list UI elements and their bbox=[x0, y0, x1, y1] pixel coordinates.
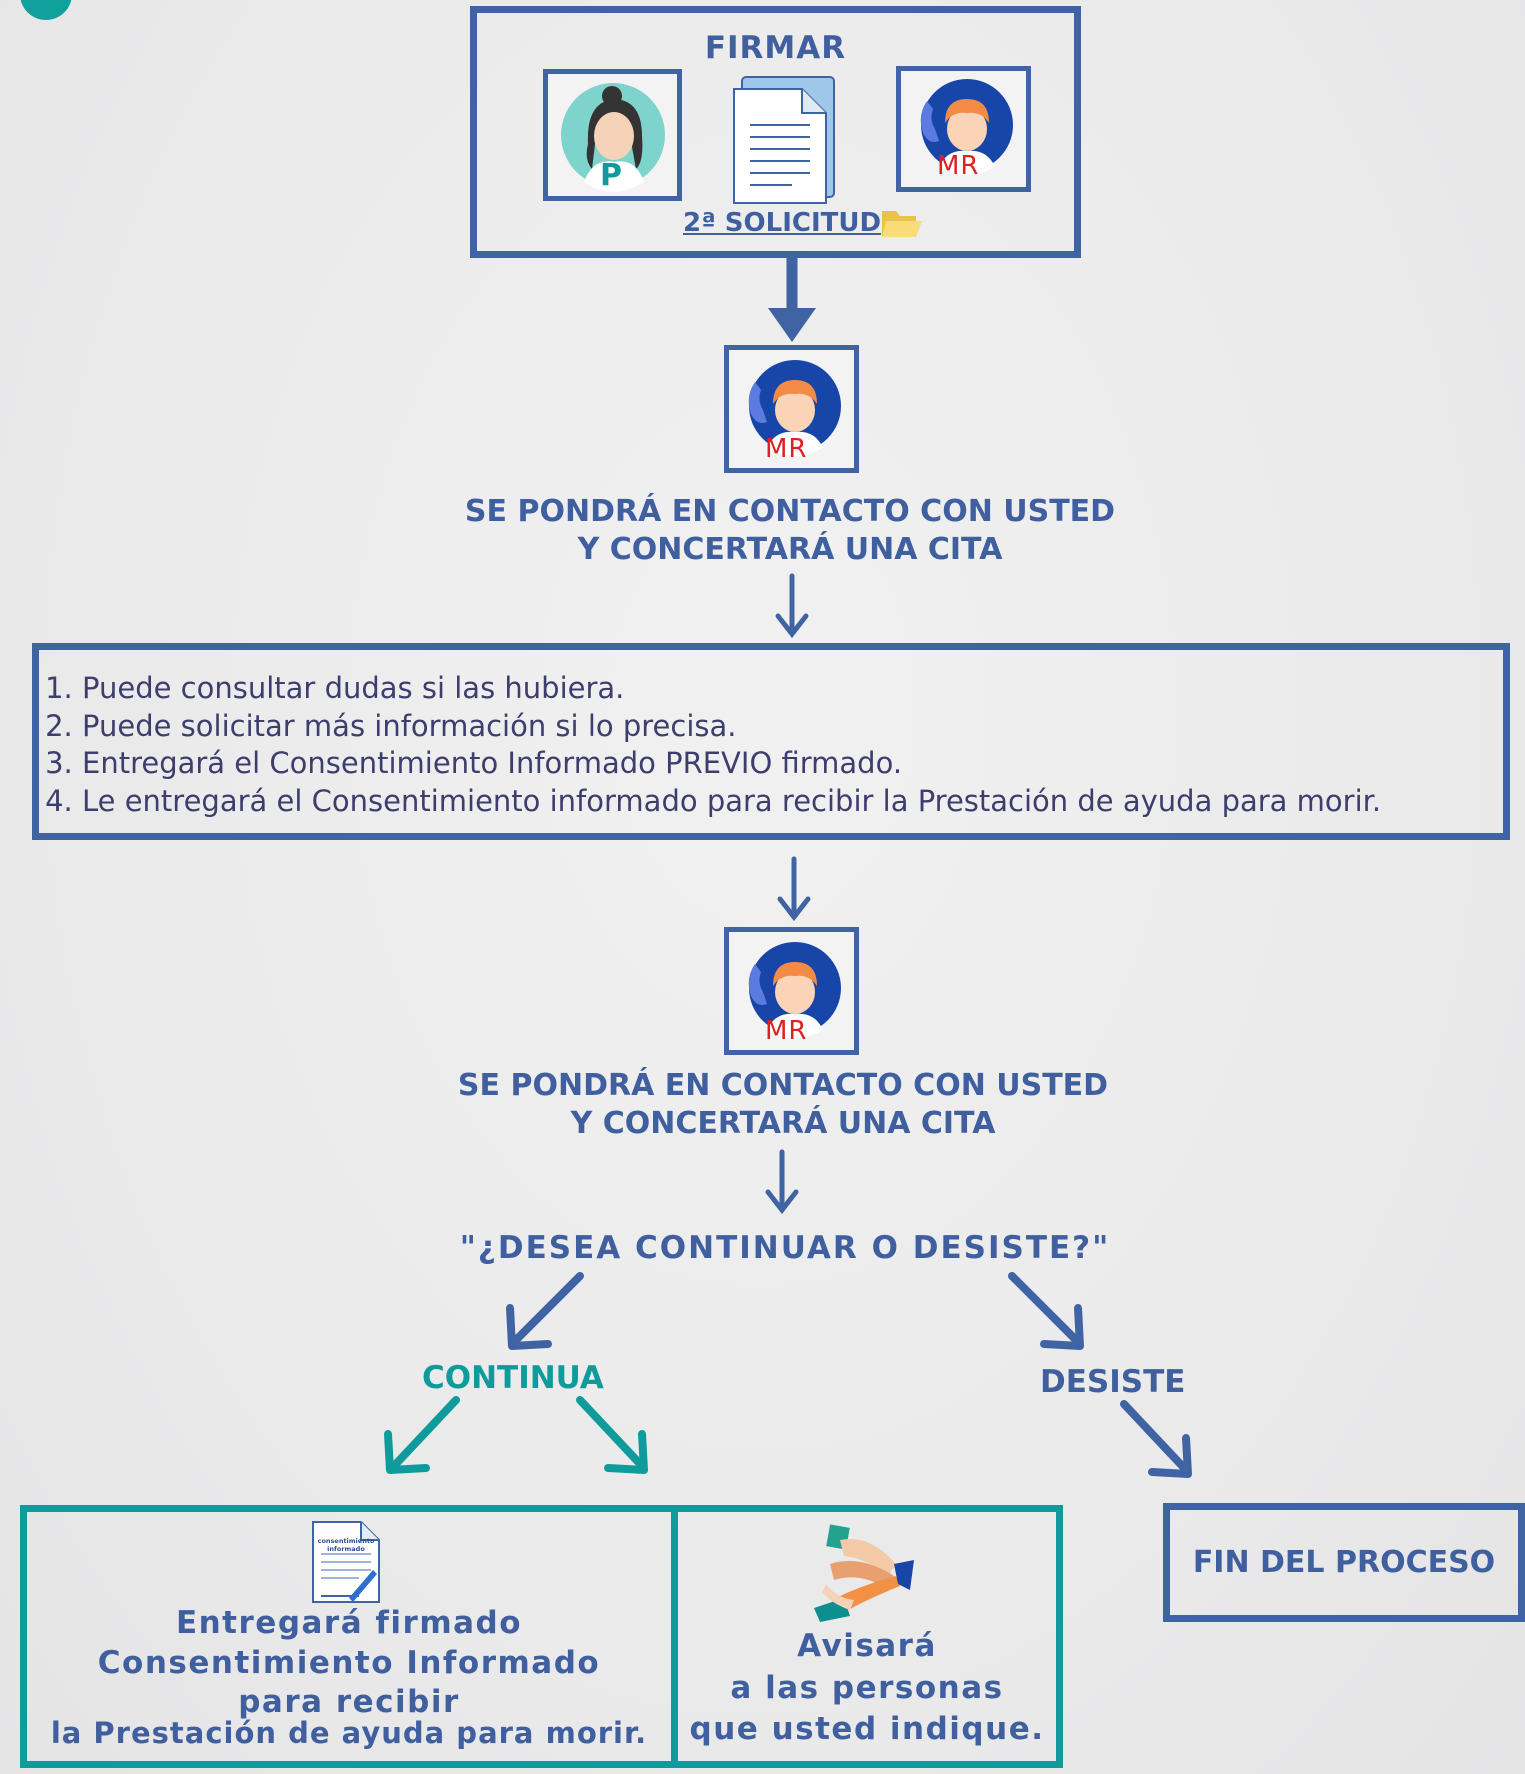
doctor-avatar-icon-2 bbox=[748, 360, 841, 456]
patient-avatar-frame: P bbox=[543, 69, 682, 201]
step2-badge: MR bbox=[765, 1016, 808, 1046]
arrow-down-1 bbox=[768, 258, 816, 342]
consent-doc-caption: consentimiento informado bbox=[315, 1537, 377, 1553]
steps-list-item: Puede solicitar más información si lo pr… bbox=[82, 708, 1381, 746]
doctor-badge: MR bbox=[937, 151, 980, 181]
step2-avatar-frame: MR bbox=[724, 927, 859, 1055]
arrow-down-4 bbox=[765, 1149, 799, 1215]
card-notify bbox=[671, 1505, 1063, 1768]
doctor-avatar-icon bbox=[920, 79, 1013, 175]
steps-list-item: Entregará el Consentimiento Informado PR… bbox=[82, 745, 1381, 783]
arrow-to-continua bbox=[506, 1272, 584, 1350]
card-notify-line2: a las personas bbox=[730, 1670, 1004, 1706]
arrow-to-desiste bbox=[1008, 1272, 1084, 1350]
card-consent-line2: Consentimiento Informado bbox=[97, 1645, 601, 1681]
document-icon bbox=[733, 76, 835, 204]
patient-badge: P bbox=[600, 158, 622, 193]
step1-badge: MR bbox=[765, 434, 808, 464]
steps-list-item: Puede consultar dudas si las hubiera. bbox=[82, 670, 1381, 708]
doctor-avatar-frame: MR bbox=[896, 66, 1031, 192]
logo-icon bbox=[20, 0, 72, 20]
desiste-label: DESISTE bbox=[1040, 1364, 1186, 1400]
consent-doc-caption-1: consentimiento bbox=[317, 1537, 375, 1545]
card-notify-line1: Avisará bbox=[797, 1628, 937, 1664]
hands-together-icon bbox=[814, 1524, 914, 1622]
step2-text-line1: SE PONDRÁ EN CONTACTO CON USTED bbox=[457, 1068, 1109, 1103]
arrow-down-3 bbox=[777, 856, 811, 922]
decision-question: "¿DESEA CONTINUAR O DESISTE?" bbox=[459, 1230, 1111, 1266]
step1-text-line2: Y CONCERTARÁ UNA CITA bbox=[577, 532, 1003, 567]
patient-avatar-icon bbox=[561, 83, 665, 192]
step2-text-line2: Y CONCERTARÁ UNA CITA bbox=[570, 1106, 996, 1141]
card-notify-line3: que usted indique. bbox=[689, 1711, 1045, 1747]
arrow-down-2 bbox=[775, 573, 809, 639]
steps-list-item: Le entregará el Consentimiento informado… bbox=[82, 783, 1381, 821]
steps-list: Puede consultar dudas si las hubiera. Pu… bbox=[52, 670, 1381, 820]
card-end-label: FIN DEL PROCESO bbox=[1192, 1545, 1496, 1580]
arrow-desiste-down bbox=[1120, 1400, 1192, 1478]
arrow-continua-left bbox=[384, 1396, 460, 1474]
second-request-link[interactable]: 2ª SOLICITUD bbox=[683, 208, 882, 238]
step1-text-line1: SE PONDRÁ EN CONTACTO CON USTED bbox=[464, 494, 1116, 529]
folder-icon bbox=[882, 211, 922, 237]
sign-title: FIRMAR bbox=[704, 30, 847, 66]
continua-label: CONTINUA bbox=[422, 1360, 604, 1396]
consent-doc-caption-2: informado bbox=[327, 1545, 365, 1553]
card-consent-line3: para recibir bbox=[238, 1684, 460, 1720]
consent-document-icon bbox=[312, 1521, 380, 1603]
steps-list-box bbox=[32, 643, 1510, 840]
arrow-continua-right bbox=[576, 1396, 648, 1474]
sign-box bbox=[470, 6, 1081, 258]
card-consent-line4: la Prestación de ayuda para morir. bbox=[50, 1716, 648, 1750]
card-end bbox=[1163, 1503, 1525, 1622]
doctor-avatar-icon-3 bbox=[748, 942, 841, 1038]
card-consent-line1: Entregará firmado bbox=[175, 1605, 523, 1641]
step1-avatar-frame: MR bbox=[724, 345, 859, 473]
